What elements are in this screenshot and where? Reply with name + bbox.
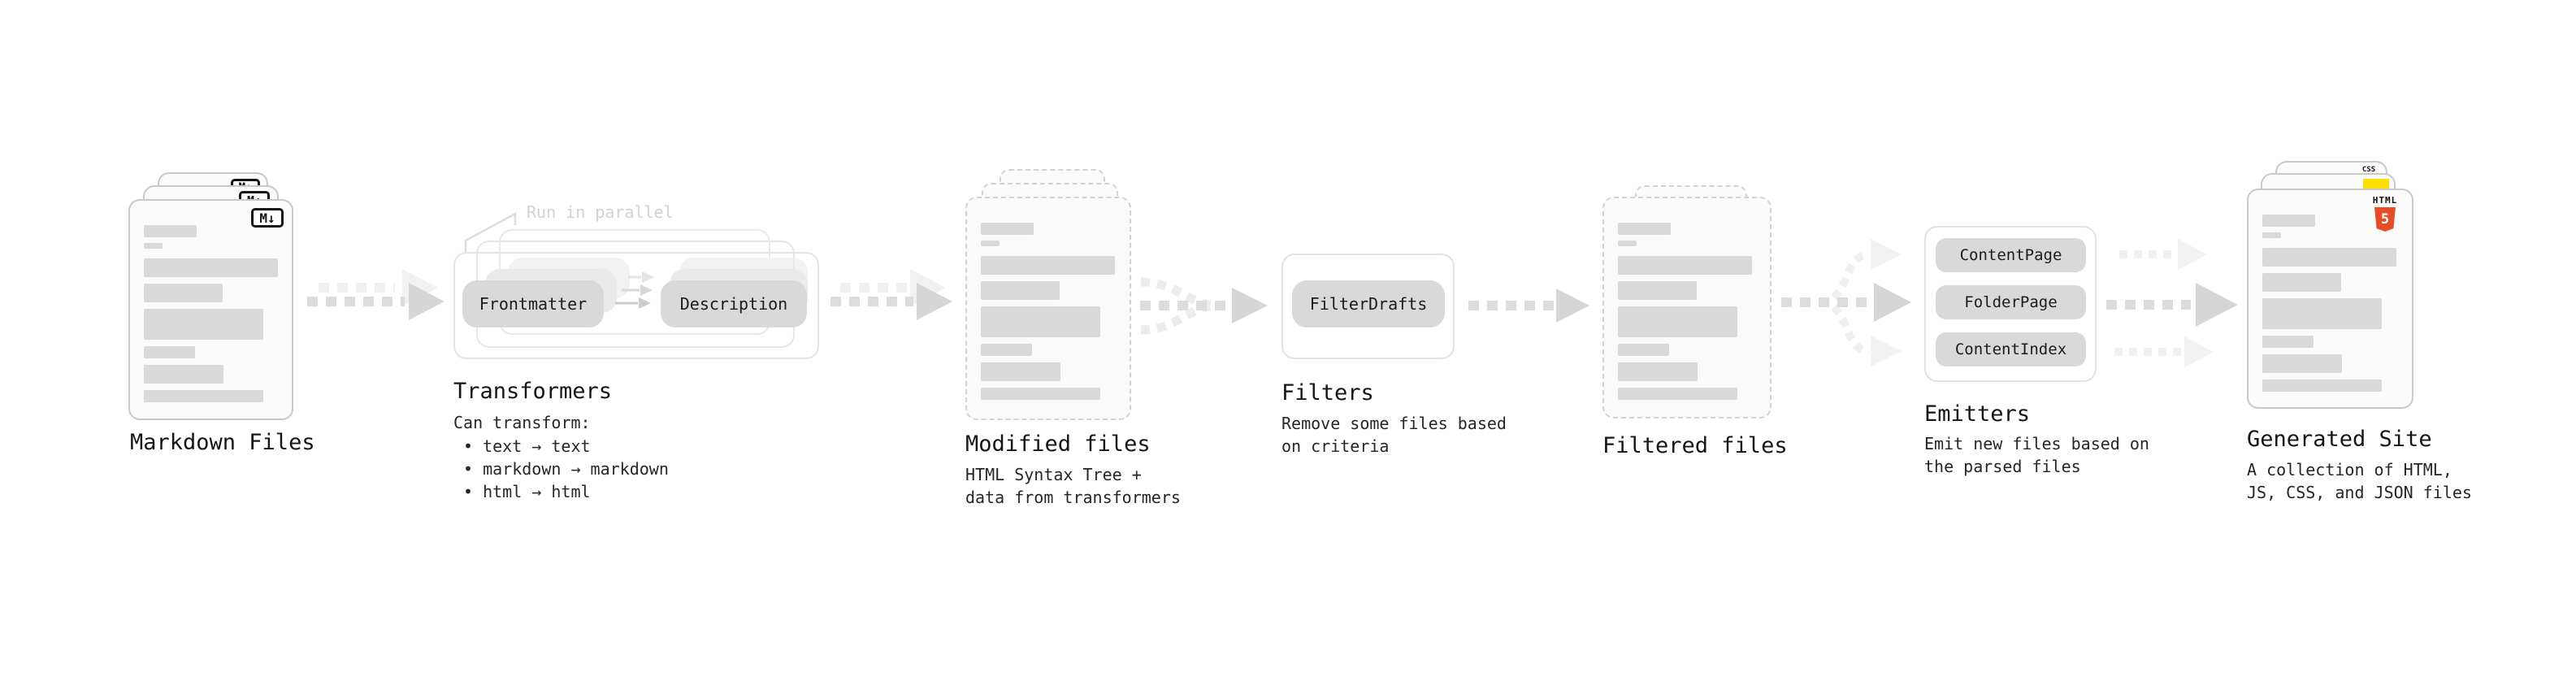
arrow-emitters-to-generated-top (2119, 239, 2207, 270)
text-placeholder-bar (2262, 215, 2315, 227)
transformer-pill-description: Description (661, 280, 807, 327)
text-placeholder-bar (144, 365, 223, 384)
text-placeholder-bar (144, 225, 197, 237)
arrow-emitters-to-generated-bottom (2114, 336, 2214, 367)
emitter-pill-folderpage: FolderPage (1936, 285, 2086, 319)
run-in-parallel-leader-line (464, 211, 517, 253)
transformers-bullet: • text → text (463, 436, 591, 456)
filters-desc-line1: Remove some files based (1281, 414, 1507, 433)
transformers-bullet: • html → html (463, 482, 591, 501)
text-placeholder-bar (1618, 362, 1698, 381)
filters-label: Filters (1281, 380, 1374, 406)
text-placeholder-bar (2262, 273, 2341, 292)
text-placeholder-bar (981, 388, 1100, 400)
emitter-pill-contentindex: ContentIndex (1936, 332, 2086, 367)
text-placeholder-bar (1618, 256, 1752, 275)
arrow-filtered-to-emitters-fanout (1781, 239, 1911, 367)
generated-site-label: Generated Site (2247, 427, 2432, 452)
arrow-filters-to-filtered (1468, 288, 1589, 323)
generated-site-desc-line1: A collection of HTML, (2247, 460, 2452, 479)
markdown-icon-glyph: M↓ (259, 210, 275, 226)
text-placeholder-bar (981, 223, 1034, 235)
markdown-icon: M↓ (251, 208, 284, 228)
text-placeholder-bar (981, 344, 1032, 356)
modified-files-desc-line1: HTML Syntax Tree + (965, 465, 1142, 484)
text-placeholder-bar (981, 256, 1115, 275)
filtered-files-label: Filtered files (1602, 433, 1788, 458)
arrow-emitters-to-generated-middle (2106, 283, 2238, 327)
text-placeholder-bar (144, 284, 223, 302)
transformer-pill-frontmatter: Frontmatter (462, 280, 604, 327)
modified-files-desc-line2: data from transformers (965, 488, 1181, 507)
pill-label: FolderPage (1964, 293, 2058, 311)
text-placeholder-bar (144, 258, 278, 277)
pill-label: FilterDrafts (1309, 294, 1428, 314)
generated-document-html: HTML 5 (2247, 189, 2413, 409)
text-placeholder-bar (2262, 298, 2382, 329)
emitters-desc-line2: the parsed files (1924, 457, 2081, 476)
parallel-transform-arrows (615, 271, 654, 309)
text-placeholder-bar (1618, 388, 1737, 400)
modified-document-front (965, 197, 1131, 420)
text-placeholder-bar (144, 346, 195, 358)
markdown-files-label: Markdown Files (130, 430, 315, 455)
pill-label: Frontmatter (479, 294, 588, 314)
text-placeholder-bar (144, 309, 263, 340)
text-placeholder-bar (144, 390, 263, 402)
filtered-document-front (1602, 197, 1772, 419)
arrow-markdown-to-transformers (307, 269, 445, 320)
filters-desc-line2: on criteria (1281, 436, 1390, 456)
markdown-document-front: M↓ (128, 199, 293, 420)
html5-icon-shield: 5 (2374, 207, 2396, 232)
emitters-desc-line1: Emit new files based on (1924, 434, 2149, 453)
text-placeholder-bar (981, 241, 1000, 246)
pill-label: ContentIndex (1954, 340, 2067, 358)
text-placeholder-bar (1618, 281, 1697, 300)
text-placeholder-bar (981, 306, 1100, 337)
html5-icon-number: 5 (2380, 211, 2390, 228)
pill-label: ContentPage (1959, 246, 2062, 264)
text-placeholder-bar (981, 281, 1060, 300)
text-placeholder-bar (981, 362, 1060, 381)
html5-icon: HTML 5 (2367, 195, 2403, 232)
run-in-parallel-annotation: Run in parallel (527, 202, 674, 222)
text-placeholder-bar (2262, 354, 2342, 373)
text-placeholder-bar (2262, 336, 2314, 348)
css-icon-label: CSS (2361, 166, 2376, 174)
transformers-desc-heading: Can transform: (453, 413, 591, 432)
text-placeholder-bar (1618, 241, 1637, 246)
text-placeholder-bar (1618, 223, 1671, 235)
emitters-label: Emitters (1924, 401, 2031, 427)
pill-label: Description (679, 294, 788, 314)
arrow-modified-to-filters-merge (1140, 277, 1268, 335)
filter-pill-filterdrafts: FilterDrafts (1292, 280, 1445, 327)
modified-files-label: Modified files (965, 432, 1151, 457)
emitter-pill-contentpage: ContentPage (1936, 238, 2086, 272)
arrow-transformers-to-modified (830, 269, 952, 320)
text-placeholder-bar (2262, 248, 2396, 267)
text-placeholder-bar (2262, 232, 2281, 238)
text-placeholder-bar (144, 243, 163, 249)
text-placeholder-bar (1618, 306, 1737, 337)
transformers-bullet: • markdown → markdown (463, 459, 669, 479)
html5-icon-label: HTML (2372, 195, 2398, 206)
text-placeholder-bar (1618, 344, 1669, 356)
generated-site-desc-line2: JS, CSS, and JSON files (2247, 483, 2472, 502)
transformers-label: Transformers (453, 379, 613, 404)
transformer-layer-front (453, 252, 819, 359)
text-placeholder-bar (2262, 380, 2382, 392)
